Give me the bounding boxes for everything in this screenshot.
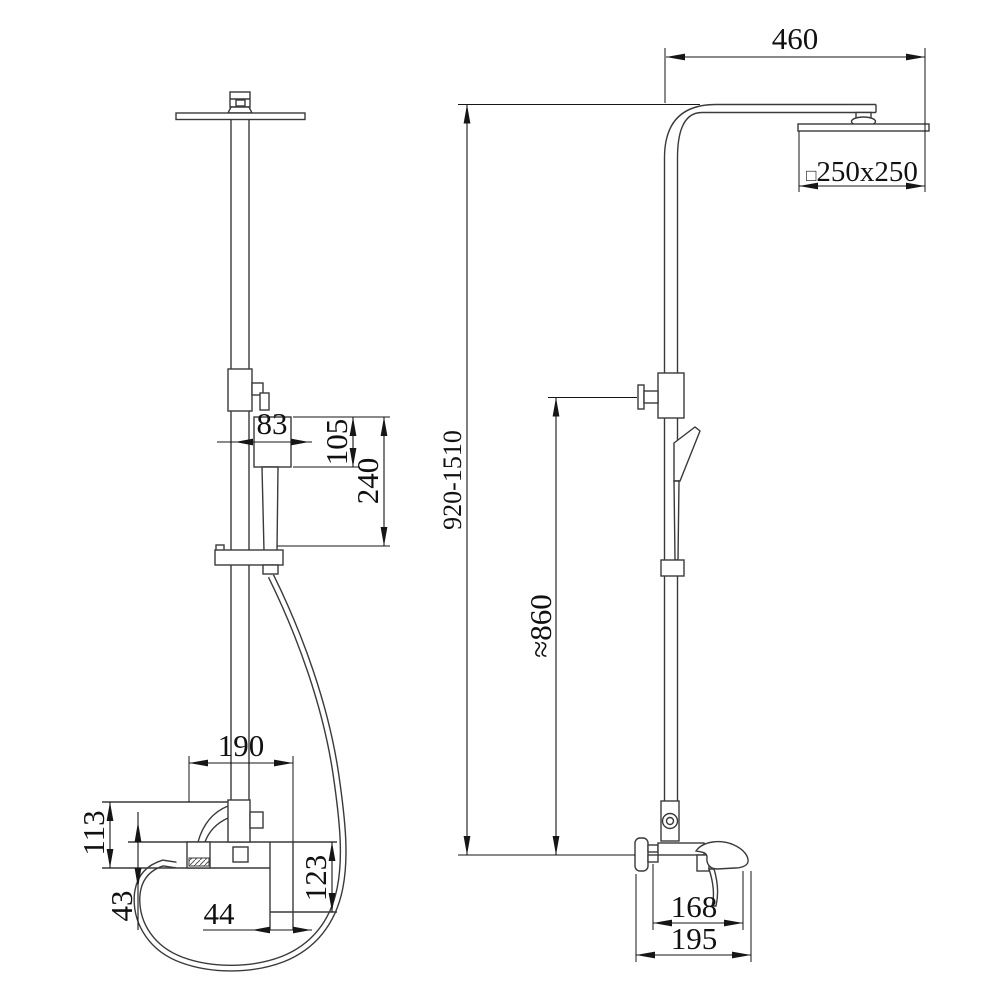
diverter-front: [637, 372, 685, 419]
dim-mixer-depth: 190: [188, 728, 294, 842]
dim-handle-width-label: 44: [204, 896, 236, 931]
diverter-lever: [259, 392, 270, 411]
shower-arm: [663, 103, 877, 159]
slider-bracket-front: [660, 559, 685, 577]
shower-head-front: [797, 111, 930, 132]
hand-shower-head: [673, 426, 701, 482]
dim-head-size-label: □250x250: [806, 156, 918, 188]
diverter-side: [227, 368, 270, 412]
riser-pole-side: [230, 119, 250, 800]
mixer-side: [102, 799, 337, 930]
mixer-handle-tail: [708, 868, 719, 907]
diverter-knob-flange: [637, 384, 645, 410]
slider-bracket-side: [214, 544, 284, 575]
diverter-knob: [251, 382, 264, 396]
dim-arm-reach-label: 460: [772, 21, 819, 56]
shower-head-side: [175, 91, 306, 121]
hand-shower-front: [673, 426, 701, 561]
dim-slider-travel-label: 240: [350, 458, 385, 505]
dim-total-height-label: 920-1510: [438, 430, 467, 530]
hand-shower-handle: [261, 466, 279, 552]
square-section-symbol: □: [806, 166, 816, 185]
hand-shower-handle: [673, 480, 680, 561]
shower-hose: [133, 574, 347, 972]
dim-mixer-depth-label: 190: [218, 728, 265, 763]
dim-handshower-height-label: ≈860: [523, 594, 558, 658]
mixer-handle-blade: [694, 840, 749, 870]
hose-connector: [262, 564, 279, 575]
dim-slider-travel: 240: [277, 417, 390, 547]
dim-handshower-width: 83: [217, 406, 312, 446]
dim-spout-height-label: 43: [104, 891, 139, 922]
dim-mixer-body-height: 113: [76, 802, 114, 868]
dim-handle-width: 44: [203, 896, 312, 934]
dim-handle-drop: 123: [298, 842, 336, 912]
dim-handle-drop-label: 123: [298, 855, 333, 902]
spout-aerator: [188, 857, 210, 867]
dim-handshower-height: ≈860: [523, 397, 637, 855]
head-plate: [175, 112, 306, 121]
head-plate: [797, 123, 930, 132]
dim-mixer-width-label: 168: [671, 889, 718, 924]
dim-mixer-body-height-label: 113: [76, 810, 111, 855]
dim-spout-height: 43: [104, 812, 142, 930]
side-view: [102, 91, 347, 972]
dim-total-height: 920-1510: [438, 104, 700, 856]
mixer-valve-body: [227, 799, 251, 843]
dim-arm-reach: 460: [664, 21, 926, 192]
dim-handshower-depth: 105: [293, 416, 390, 468]
dim-head-size: □250x250: [798, 131, 925, 192]
front-view: [634, 103, 930, 907]
dim-mixer-width: 168: [652, 864, 744, 930]
diverter-knob-stem: [643, 390, 659, 404]
mixer-escutcheon: [634, 837, 649, 872]
dimensions: 460 □250x250 920-1510 ≈860: [76, 21, 926, 962]
head-ball-joint: [226, 106, 254, 114]
dim-handshower-width-label: 83: [257, 406, 288, 441]
dim-mixer-total-width: 195: [635, 871, 752, 962]
mixer-knob: [249, 811, 264, 829]
dim-handshower-depth-label: 105: [319, 419, 354, 466]
mixer-front: [634, 837, 749, 907]
diverter-pull: [232, 846, 249, 863]
wall-bracket-front: [660, 800, 680, 842]
dim-mixer-total-width-label: 195: [671, 921, 718, 956]
